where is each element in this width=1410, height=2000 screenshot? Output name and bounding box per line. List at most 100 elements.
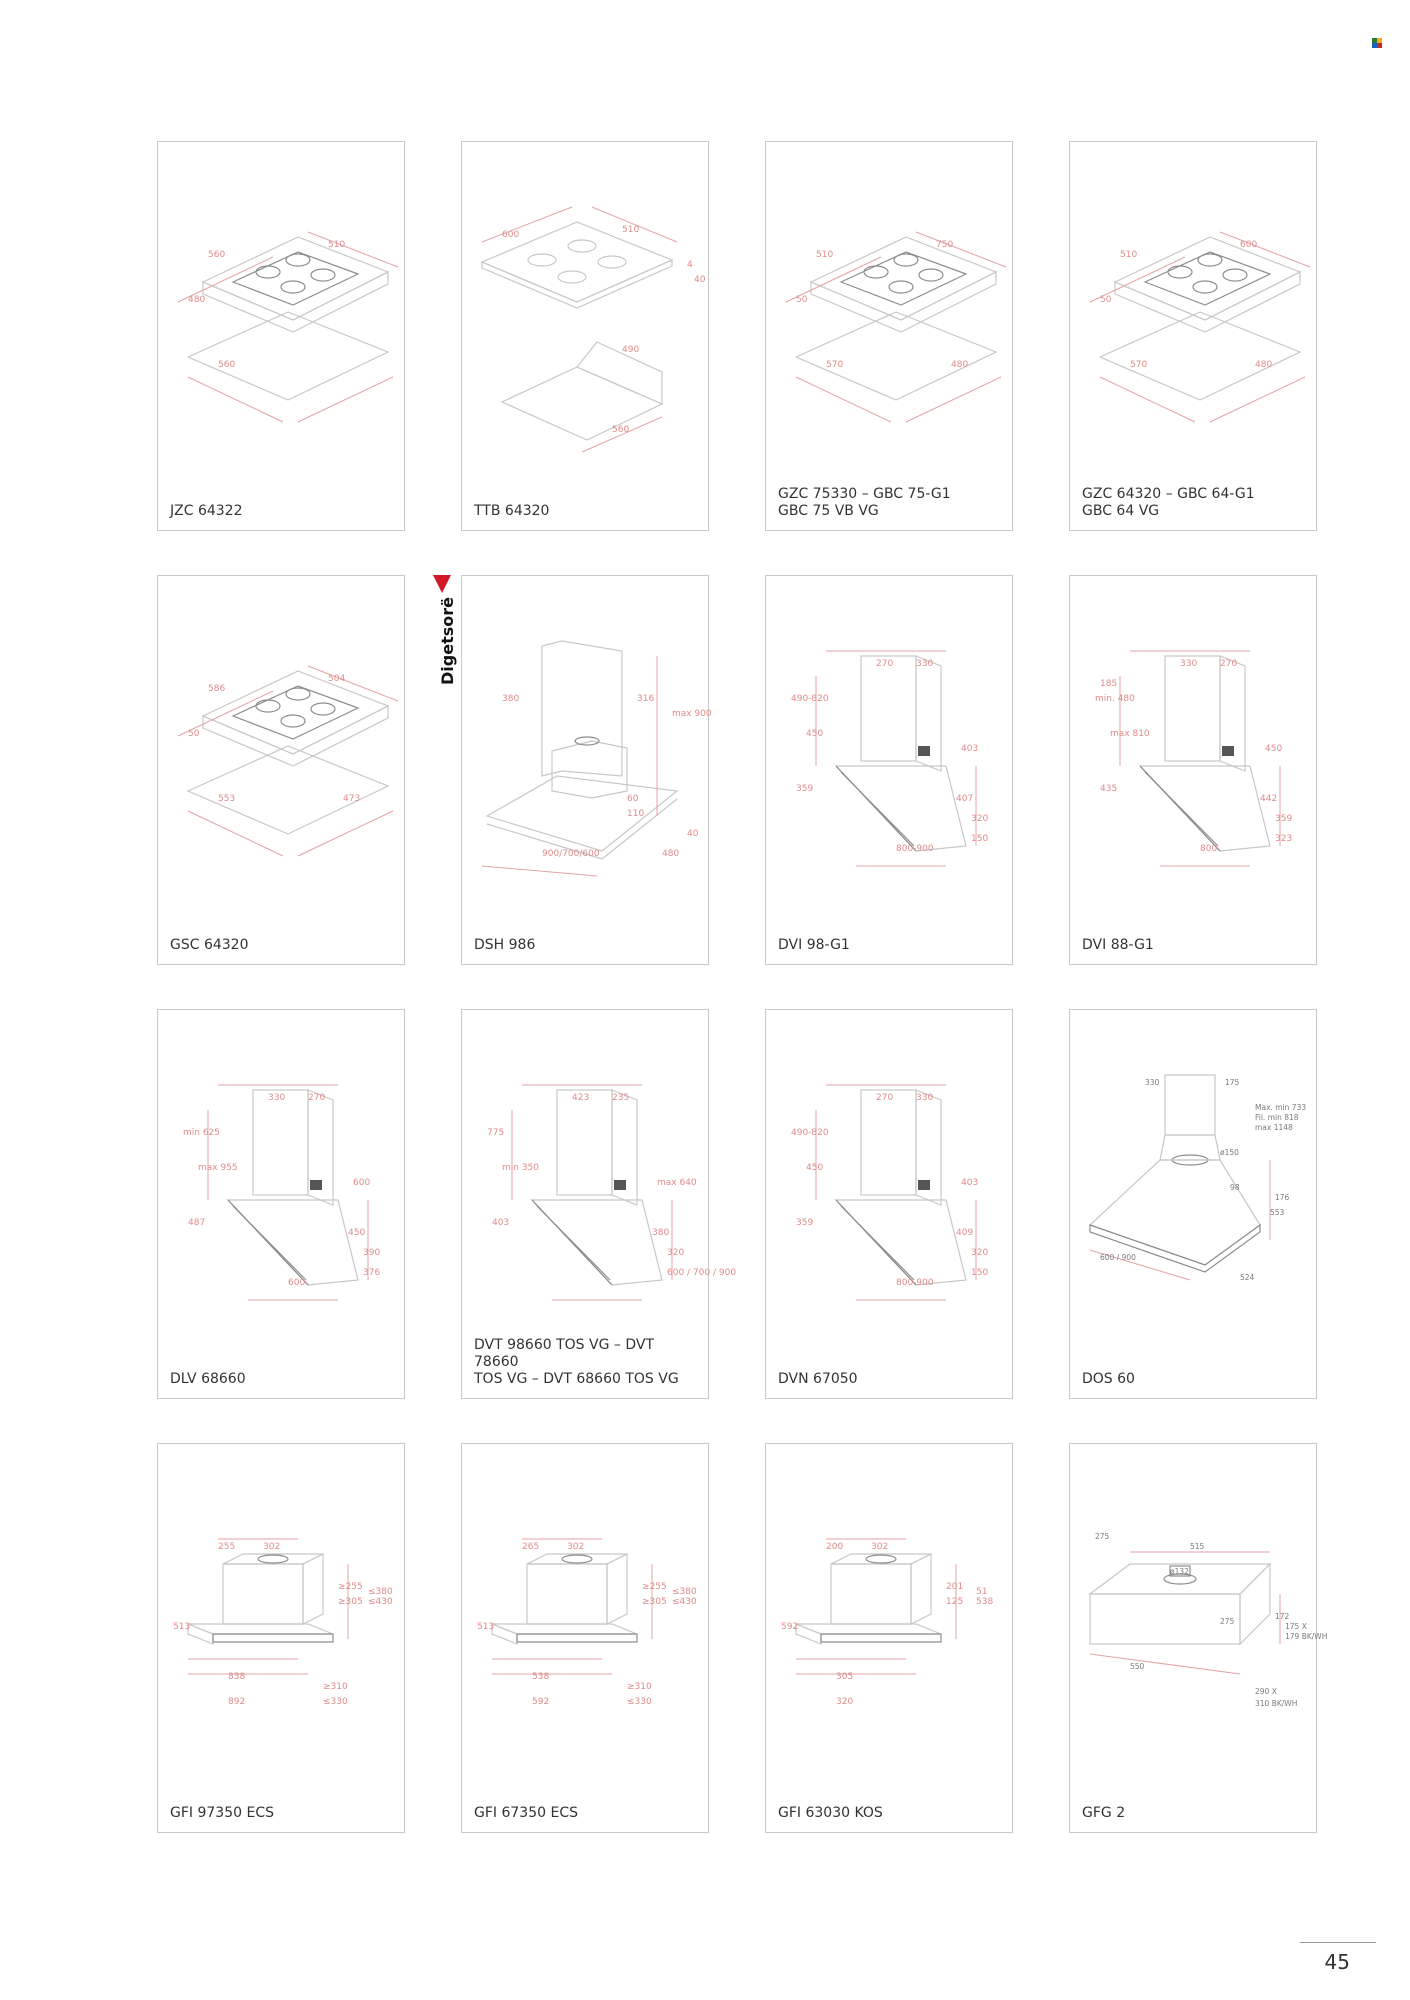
dimension-label: min. 480 bbox=[1095, 694, 1135, 704]
product-label-line: DOS 60 bbox=[1082, 1371, 1135, 1387]
dimension-label: 330 bbox=[916, 1093, 933, 1103]
dimension-label: 570 bbox=[1130, 360, 1147, 370]
dimension-label: 150 bbox=[971, 834, 988, 844]
product-label-line: GFG 2 bbox=[1082, 1805, 1126, 1821]
dimension-label: 775 bbox=[487, 1128, 504, 1138]
dimension-label: 175 bbox=[1225, 1078, 1240, 1087]
dimension-label: ≥305 bbox=[338, 1597, 363, 1607]
product-label: GFG 2 bbox=[1082, 1805, 1308, 1822]
dimension-label: ≥255 bbox=[642, 1582, 667, 1592]
dimension-label: 560 bbox=[208, 250, 225, 260]
dimension-label: ≥305 bbox=[642, 1597, 667, 1607]
section-tab-label: Digetsorë bbox=[438, 597, 457, 685]
dimension-label: 201 bbox=[946, 1582, 963, 1592]
dimension-label: 270 bbox=[876, 1093, 893, 1103]
dimension-label: 553 bbox=[218, 794, 235, 804]
dimension-label: 110 bbox=[627, 809, 644, 819]
dimension-label: 450 bbox=[806, 729, 823, 739]
dimension-label: 359 bbox=[796, 1218, 813, 1228]
product-label: DVI 98-G1 bbox=[778, 937, 1004, 954]
dimension-label: 380 bbox=[652, 1228, 669, 1238]
dimension-label: 442 bbox=[1260, 794, 1277, 804]
dimension-label: 359 bbox=[796, 784, 813, 794]
dimension-label: 600 bbox=[288, 1278, 305, 1288]
dimension-label: 538 bbox=[532, 1672, 549, 1682]
dimension-label: 490-820 bbox=[791, 1128, 829, 1138]
dimension-label: 473 bbox=[343, 794, 360, 804]
dimension-label: 255 bbox=[218, 1542, 235, 1552]
section-marker-icon bbox=[433, 575, 451, 593]
dimension-label: 275 bbox=[1095, 1532, 1110, 1541]
dimension-label: 570 bbox=[826, 360, 843, 370]
dimension-label: 380 bbox=[502, 694, 519, 704]
dimension-label: ≤330 bbox=[627, 1697, 652, 1707]
dimension-label: 290 X bbox=[1255, 1687, 1277, 1696]
dimension-label: 407 bbox=[956, 794, 973, 804]
dimension-label: 310 BK/WH bbox=[1255, 1699, 1297, 1708]
product-label: GFI 63030 KOS bbox=[778, 1805, 1004, 1822]
dimension-label: 553 bbox=[1270, 1208, 1285, 1217]
dimension-label: 592 bbox=[532, 1697, 549, 1707]
dimension-label: 487 bbox=[188, 1218, 205, 1228]
dimension-label: 316 bbox=[637, 694, 654, 704]
dimension-label: 179 BK/WH bbox=[1285, 1632, 1327, 1641]
dimension-label: 450 bbox=[806, 1163, 823, 1173]
dimension-label: 305 bbox=[836, 1672, 853, 1682]
dimension-label: Max. min 733 bbox=[1255, 1103, 1306, 1112]
dimension-label: 390 bbox=[363, 1248, 380, 1258]
dimension-label: 800-900 bbox=[896, 844, 934, 854]
product-label: DOS 60 bbox=[1082, 1371, 1308, 1388]
product-label: DVI 88-G1 bbox=[1082, 937, 1308, 954]
dimension-label: max 810 bbox=[1110, 729, 1150, 739]
dimension-label: 800-900 bbox=[896, 1278, 934, 1288]
dimension-label: 838 bbox=[228, 1672, 245, 1682]
dimension-label: 510 bbox=[328, 240, 345, 250]
product-label: JZC 64322 bbox=[170, 503, 396, 520]
dimension-label: 323 bbox=[1275, 834, 1292, 844]
dimension-label: 4 bbox=[687, 260, 693, 270]
product-label-line: DLV 68660 bbox=[170, 1371, 246, 1387]
dimension-label: Fil. min 818 bbox=[1255, 1113, 1299, 1122]
dimension-label: 302 bbox=[263, 1542, 280, 1552]
dimension-label: 538 bbox=[976, 1597, 993, 1607]
dimension-label: 510 bbox=[816, 250, 833, 260]
product-label-line: JZC 64322 bbox=[170, 503, 243, 519]
dimension-label: 275 bbox=[1220, 1617, 1235, 1626]
dimension-label: 435 bbox=[1100, 784, 1117, 794]
dimension-label: 176 bbox=[1275, 1193, 1290, 1202]
product-label-line: GBC 75 VB VG bbox=[778, 503, 879, 519]
dimension-label: 892 bbox=[228, 1697, 245, 1707]
dimension-label: ≤430 bbox=[368, 1597, 393, 1607]
dimension-label: 480 bbox=[662, 849, 679, 859]
dimension-label: min 350 bbox=[502, 1163, 539, 1173]
dimension-label: ≤330 bbox=[323, 1697, 348, 1707]
dimension-label: 513 bbox=[477, 1622, 494, 1632]
dimension-label: ≥255 bbox=[338, 1582, 363, 1592]
dimension-label: 510 bbox=[1120, 250, 1137, 260]
product-label-line: DVT 98660 TOS VG – DVT 78660 bbox=[474, 1337, 654, 1370]
section-tab: Digetsorë bbox=[425, 575, 457, 695]
dimension-label: ≤380 bbox=[672, 1587, 697, 1597]
dimension-label: max 955 bbox=[198, 1163, 238, 1173]
product-label-line: GZC 64320 – GBC 64-G1 bbox=[1082, 486, 1255, 502]
dimension-label: 560 bbox=[218, 360, 235, 370]
dimension-label: 376 bbox=[363, 1268, 380, 1278]
dimension-label: 330 bbox=[916, 659, 933, 669]
dimension-label: ø132 bbox=[1170, 1567, 1189, 1576]
product-label: DLV 68660 bbox=[170, 1371, 396, 1388]
